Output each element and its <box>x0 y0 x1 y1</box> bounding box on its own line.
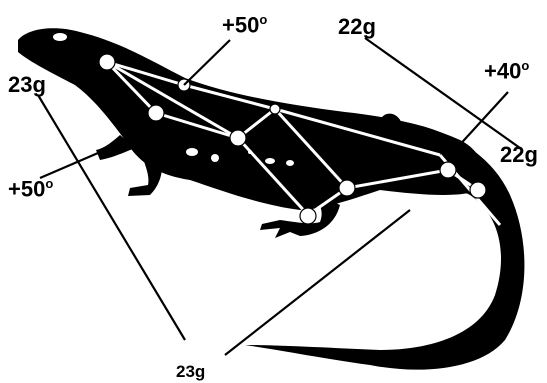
lizard-body <box>18 28 484 210</box>
marker-head <box>99 54 115 70</box>
marker-hip <box>339 180 355 196</box>
label-right-weight: 22g <box>500 142 538 168</box>
label-left-angle: +50o <box>8 176 53 202</box>
label-top-right-weight: 22g <box>338 14 376 40</box>
label-bottom-weight: 23g <box>176 362 205 382</box>
marker-tail-base <box>440 162 456 178</box>
label-left-weight: 23g <box>8 72 46 98</box>
marker-shoulder <box>148 105 164 121</box>
marker-back-foot <box>300 208 316 224</box>
marker-mid-back <box>270 104 280 114</box>
label-top-angle: +50o <box>222 12 267 38</box>
marker-tail <box>470 182 486 198</box>
label-right-angle: +40o <box>484 58 529 84</box>
marker-torso <box>230 130 246 146</box>
